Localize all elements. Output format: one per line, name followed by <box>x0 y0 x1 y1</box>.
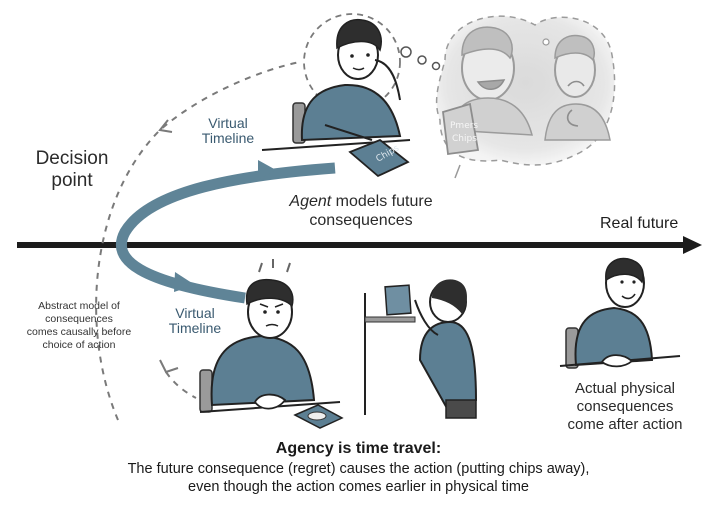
table-edge <box>261 139 411 151</box>
agent-models-line1: Agent models future <box>262 192 460 211</box>
virtual-timeline-label-top: Virtual Timeline <box>193 116 263 146</box>
actual-consequences-line: consequences <box>576 398 674 415</box>
caption-line2: even though the action comes earlier in … <box>188 479 529 495</box>
thought-bubble-dot <box>400 46 412 58</box>
caption-line1: The future consequence (regret) causes t… <box>127 461 590 477</box>
abstract-model-line: choice of action <box>42 339 116 351</box>
hair <box>605 257 644 284</box>
agent-models-line2: consequences <box>309 212 413 229</box>
chips-bag-table <box>348 138 410 178</box>
regretful-person-illustration <box>199 259 344 429</box>
dashed-loop-top <box>95 61 301 421</box>
content-person-illustration <box>559 257 681 369</box>
thought-bubble-dot <box>417 55 427 65</box>
putting-chips-away-illustration <box>364 279 478 419</box>
timeline-line <box>17 242 685 248</box>
imagined-bag-label-2: Chips <box>452 134 477 144</box>
thought-dashed-circle <box>303 13 401 111</box>
thought-bubble-dot <box>431 61 441 71</box>
shirt <box>210 334 316 407</box>
abstract-model-note: Abstract model of consequences comes cau… <box>4 300 154 352</box>
thinking-person-illustration: Chips <box>261 13 411 178</box>
hair <box>336 18 382 52</box>
real-future-label: Real future <box>600 215 679 232</box>
imagined-bag-label-1: Pmers <box>450 121 478 131</box>
actual-consequences-line: Actual physical <box>574 380 676 397</box>
abstract-model-line: comes causally before <box>26 326 132 338</box>
real-timeline-arrow <box>17 236 702 254</box>
virtual-timeline-arrow <box>115 160 336 304</box>
abstract-model-line: consequences <box>45 313 113 325</box>
dashed-to-bottom <box>165 371 197 399</box>
decision-point-line1: Decision <box>35 148 109 169</box>
decision-point-line2: point <box>51 170 93 191</box>
chips-bag-on-shelf <box>384 284 412 316</box>
virtual-timeline-top-line2: Timeline <box>201 130 255 146</box>
agent-word: Agent <box>289 193 332 210</box>
shelf <box>364 316 416 323</box>
virtual-timeline-label-bottom: Virtual Timeline <box>160 306 230 336</box>
hair <box>245 278 294 308</box>
virtual-timeline-bottom-line1: Virtual <box>175 305 215 321</box>
dashed-arrowhead-top-icon <box>158 119 173 133</box>
agent-models-caption: Agent models future consequences <box>262 192 460 230</box>
imagined-chips-bag <box>442 102 480 156</box>
caption-body: The future consequence (regret) causes t… <box>0 460 717 496</box>
decision-point-label: Decision point <box>30 148 114 192</box>
actual-consequences-note: Actual physical consequences come after … <box>555 380 695 434</box>
hand-on-chin <box>374 59 401 101</box>
virtual-timeline-top-line1: Virtual <box>208 115 248 131</box>
shirt <box>574 306 654 367</box>
imagined-future-illustration: Pmers Chips <box>435 15 616 179</box>
caption-title: Agency is time travel: <box>275 440 442 457</box>
folded-hands <box>253 393 287 410</box>
timeline-arrowhead <box>683 236 702 254</box>
virtual-arrowhead-top <box>258 160 276 180</box>
actual-consequences-line: come after action <box>567 416 683 433</box>
abstract-model-line: Abstract model of <box>38 300 120 312</box>
virtual-timeline-bottom-line2: Timeline <box>168 320 222 336</box>
virtual-arrowhead-bottom <box>174 272 195 292</box>
dashed-arrowhead-bottom-icon <box>159 359 179 374</box>
agent-models-rest: models future <box>331 193 433 210</box>
